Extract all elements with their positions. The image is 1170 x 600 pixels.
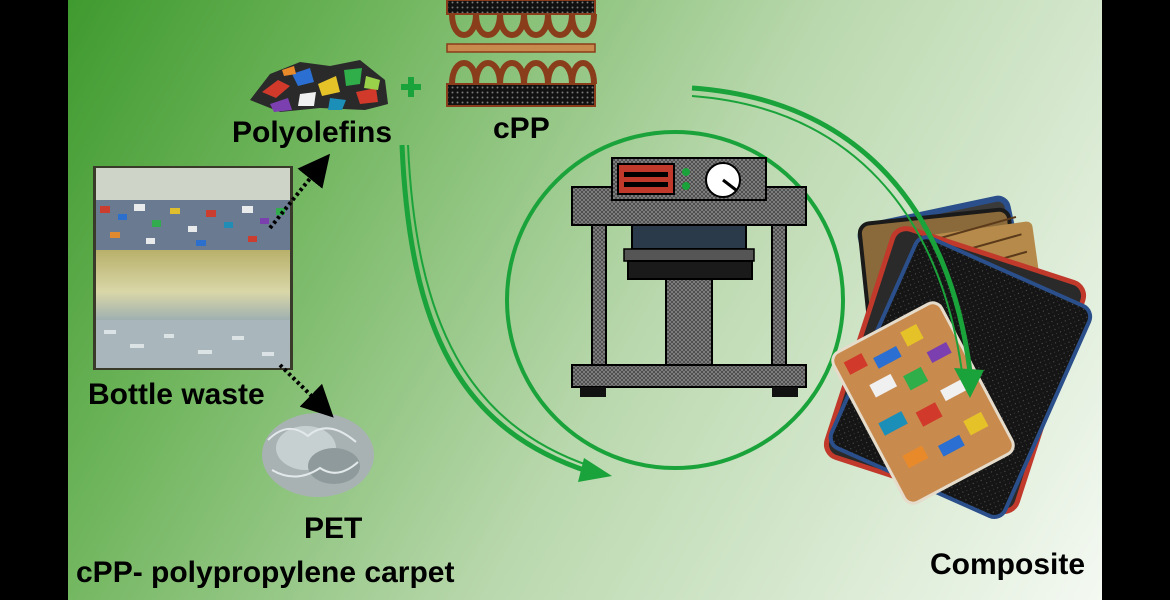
label-polyolefins: Polyolefins (232, 116, 393, 149)
label-cpp: cPP (493, 112, 550, 145)
arrow-polyolefins-to-press (399, 144, 612, 482)
arrow-bottle-to-polyolefins (268, 153, 331, 230)
arrow-bottle-to-pet (278, 363, 334, 418)
bottle-waste-image (93, 166, 293, 370)
label-pet: PET (304, 512, 363, 545)
polyolefin-flakes-image (250, 60, 388, 112)
label-legend: cPP- polypropylene carpet (76, 556, 455, 589)
pet-fiber-image (262, 413, 374, 497)
carpet-layers-image (446, 0, 597, 107)
arrow-carpet-to-composite (691, 85, 984, 398)
label-composite: Composite (930, 548, 1086, 581)
hot-press-icon (571, 157, 807, 397)
composite-stack-image (823, 195, 1093, 519)
plus-icon (401, 77, 421, 97)
label-bottle-waste: Bottle waste (88, 378, 265, 411)
process-circle (505, 130, 845, 470)
